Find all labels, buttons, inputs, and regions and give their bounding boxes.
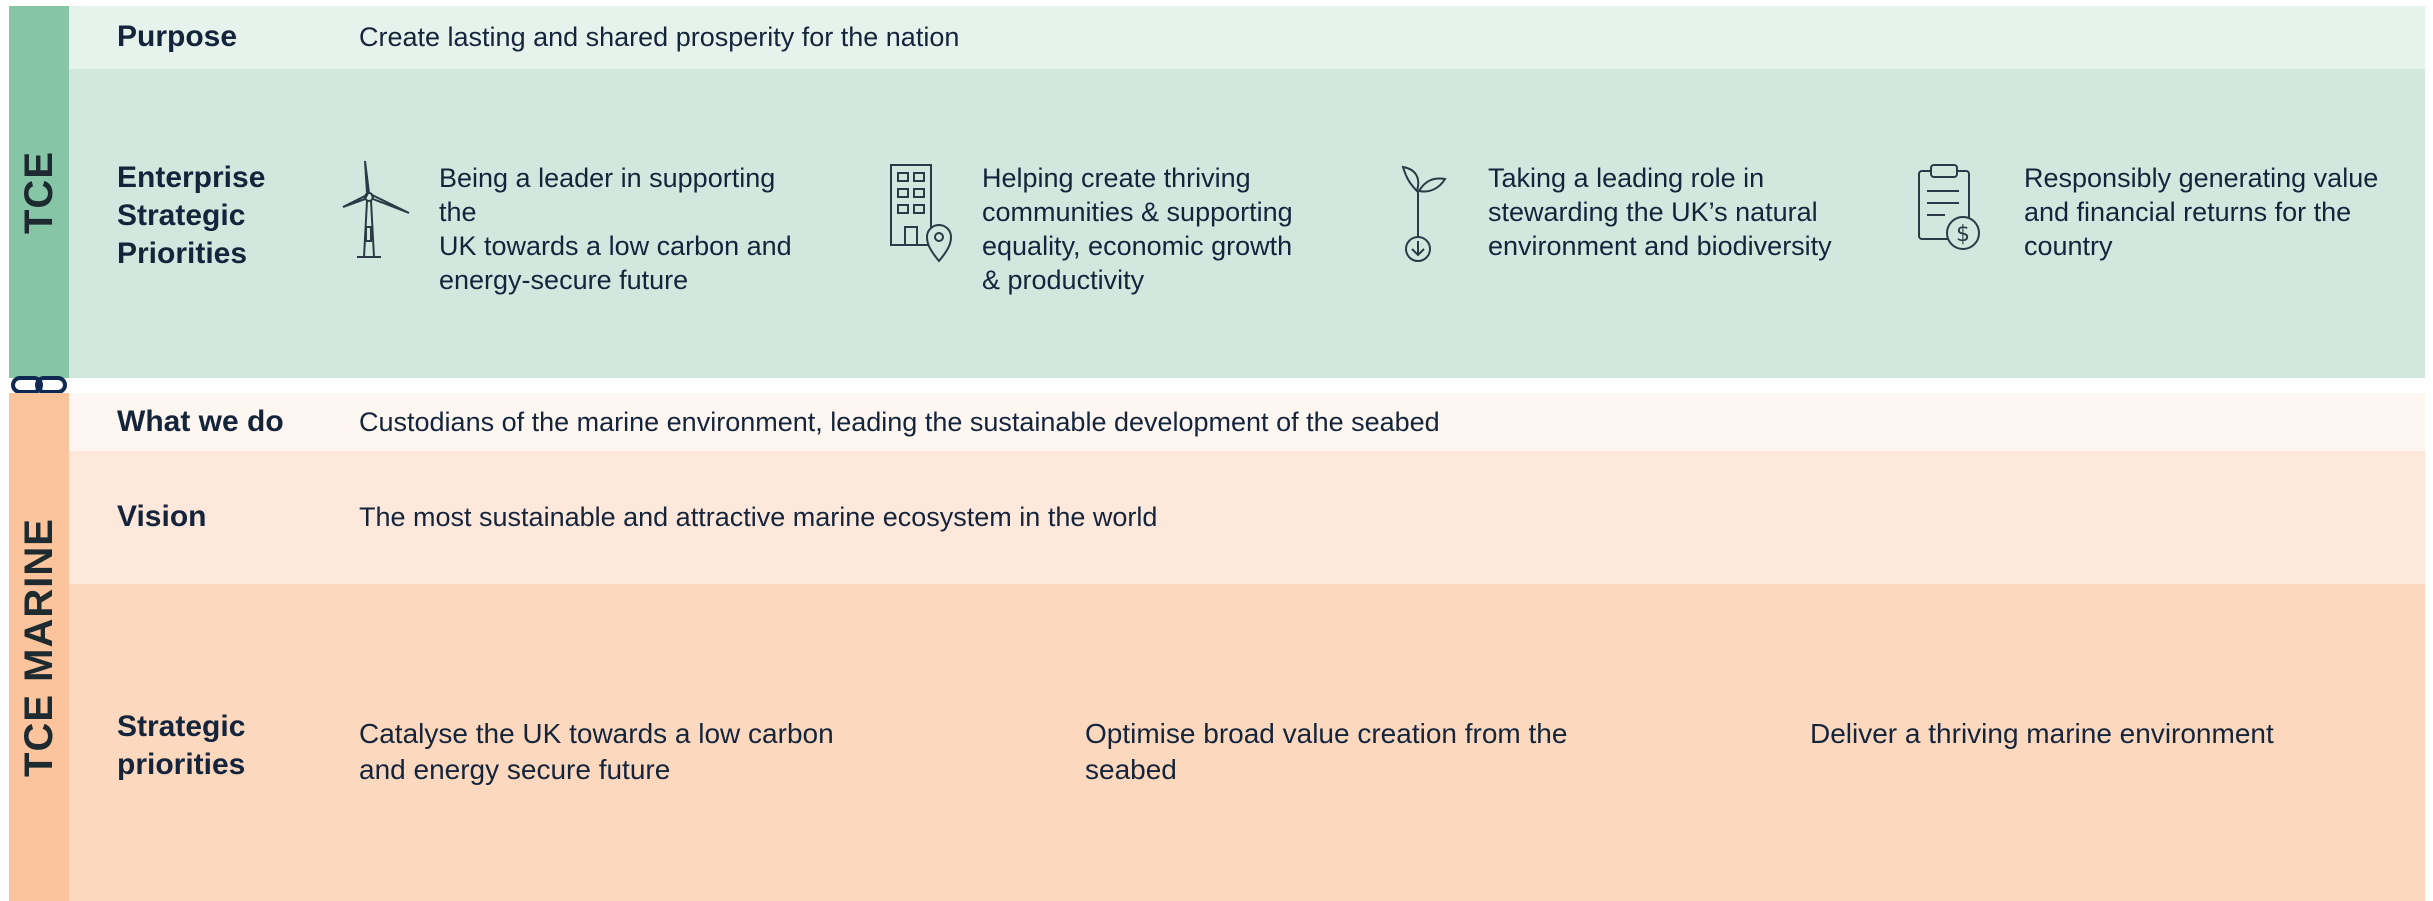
priority-text-3: Taking a leading role in stewarding the … — [1488, 163, 1832, 261]
tce-side-label: TCE — [16, 150, 61, 234]
wind-turbine-icon — [337, 157, 411, 267]
priority-text-2: Helping create thriving communities & su… — [982, 163, 1293, 295]
purpose-text: Create lasting and shared prosperity for… — [359, 22, 960, 52]
marine-priority-text-3: Deliver a thriving marine environment — [1810, 718, 2274, 749]
building-location-icon — [885, 161, 959, 271]
what-we-do-row: What we do Custodians of the marine envi… — [69, 393, 2425, 451]
marine-side-label: TCE MARINE — [16, 517, 61, 777]
priority-text-4: Responsibly generating value and financi… — [2024, 163, 2379, 261]
purpose-row: Purpose Create lasting and shared prospe… — [69, 6, 2425, 69]
priority-text-1: Being a leader in supporting the UK towa… — [439, 163, 792, 295]
purpose-label: Purpose — [117, 20, 238, 53]
marine-strategic-priorities-row: Strategic priorities Catalyse the UK tow… — [69, 584, 2425, 901]
marine-priority-text-2: Optimise broad value creation from the s… — [1085, 718, 1568, 785]
marine-strategic-priorities-label: Strategic priorities — [117, 710, 246, 781]
what-we-do-text: Custodians of the marine environment, le… — [359, 407, 1440, 437]
marine-priority-text-1: Catalyse the UK towards a low carbon and… — [359, 718, 834, 785]
what-we-do-label: What we do — [117, 405, 284, 438]
tce-side-bar — [9, 6, 69, 378]
vision-label: Vision — [117, 500, 207, 533]
svg-text:$: $ — [1956, 222, 1970, 247]
enterprise-priorities-label: Enterprise Strategic Priorities — [117, 161, 266, 270]
link-chain-icon — [10, 375, 68, 395]
marine-side-bar — [9, 393, 69, 901]
sprout-icon — [1393, 161, 1467, 271]
enterprise-priorities-row: Enterprise Strategic Priorities Being a … — [69, 69, 2425, 378]
vision-text: The most sustainable and attractive mari… — [359, 502, 1158, 532]
vision-row: Vision The most sustainable and attracti… — [69, 451, 2425, 584]
clipboard-dollar-icon: $ — [1915, 161, 1989, 271]
